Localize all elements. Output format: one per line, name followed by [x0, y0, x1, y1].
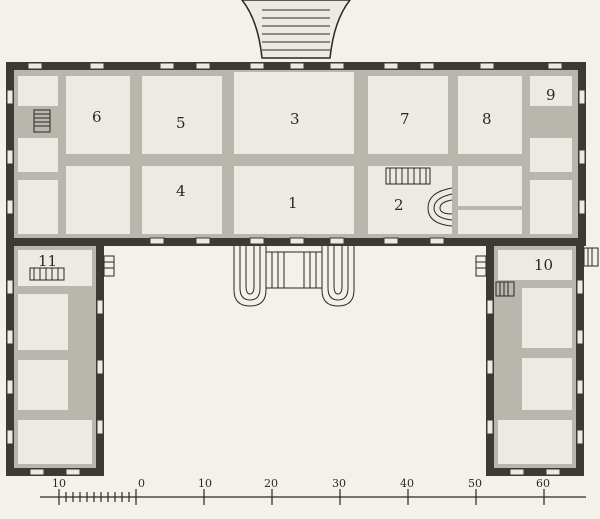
- court-facing-windows: [149, 237, 445, 245]
- scale-major-ticks: [58, 489, 545, 505]
- room-4: [142, 166, 222, 234]
- interior-staircase: [385, 167, 453, 227]
- scale-label-0: 0: [138, 477, 145, 490]
- room-below-8-b: [458, 210, 522, 234]
- room-11-label: 11: [38, 252, 57, 270]
- scale-label-50: 50: [468, 477, 482, 490]
- scale-label-60: 60: [536, 477, 550, 490]
- room-9: [530, 76, 572, 106]
- room-left-small-3: [18, 180, 58, 234]
- courtyard: [104, 246, 486, 476]
- room-9-label: 9: [546, 86, 556, 104]
- room-8: [458, 76, 522, 154]
- wing-bottom-windows: [29, 468, 561, 476]
- room-below-6: [66, 166, 130, 234]
- room-right-small-2: [530, 138, 572, 172]
- room-right-wing-4: [498, 420, 572, 464]
- room-7: [368, 76, 448, 154]
- scale-label-10-left: 10: [52, 477, 66, 490]
- room-5-label: 5: [176, 114, 186, 132]
- scale-label-20: 20: [264, 477, 278, 490]
- room-4-label: 4: [176, 182, 186, 200]
- room-3-label: 3: [290, 110, 300, 128]
- scale-minor-ticks: [65, 492, 130, 502]
- room-10-stair: [495, 281, 515, 297]
- top-wall-windows: [27, 62, 563, 70]
- courtyard-horseshoe-staircase: [233, 246, 355, 307]
- room-below-8-a: [458, 166, 522, 206]
- room-11-stair: [29, 267, 65, 281]
- scale-label-40: 40: [400, 477, 414, 490]
- room-8-label: 8: [482, 110, 492, 128]
- top-grand-staircase: [241, 0, 351, 59]
- room-left-wing-4: [18, 420, 92, 464]
- scale-label-10: 10: [198, 477, 212, 490]
- room-10: [498, 250, 572, 280]
- room-3: [234, 72, 354, 154]
- side-windows: [6, 89, 586, 445]
- room-left-small-2: [18, 138, 58, 172]
- room-5: [142, 76, 222, 154]
- left-service-stair: [33, 109, 51, 133]
- room-2-label: 2: [394, 196, 404, 214]
- room-right-wing-2: [522, 288, 572, 348]
- room-left-wing-2: [18, 294, 68, 350]
- scale-label-30: 30: [332, 477, 346, 490]
- room-1-label: 1: [288, 194, 298, 212]
- room-7-label: 7: [400, 110, 410, 128]
- room-1: [234, 166, 354, 234]
- room-right-wing-3: [522, 358, 572, 410]
- side-entrance-steps: [103, 247, 599, 277]
- room-6-label: 6: [92, 108, 102, 126]
- room-left-small-1: [18, 76, 58, 106]
- room-left-wing-3: [18, 360, 68, 410]
- room-right-small-3: [530, 180, 572, 234]
- room-6: [66, 76, 130, 154]
- scale-bar: 10 0 10 20 30 40 50 60: [40, 477, 586, 505]
- room-10-label: 10: [534, 256, 553, 274]
